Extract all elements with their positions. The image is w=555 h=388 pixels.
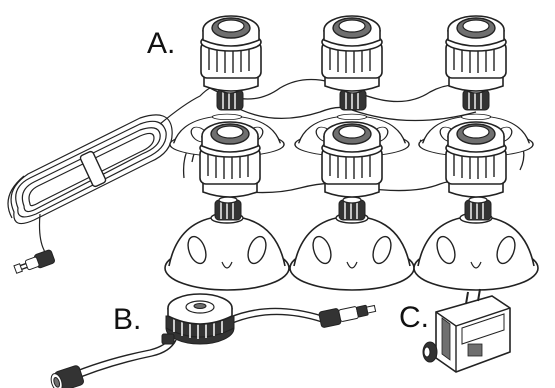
label-a: A. (147, 27, 176, 60)
light-fixture-front-1 (199, 121, 261, 221)
hub-cable-socket (50, 365, 84, 388)
light-fixture-back-2 (321, 15, 383, 111)
hub-cable-plug (318, 304, 377, 328)
power-adapter (422, 288, 511, 373)
junction-hub (59, 293, 323, 385)
light-fixture-back-3 (445, 15, 507, 111)
label-c: C. (399, 301, 429, 334)
light-fixture-back-1 (200, 15, 262, 111)
label-b: B. (113, 303, 142, 336)
cable-plug (13, 249, 55, 274)
light-fixture-front-2 (321, 121, 383, 221)
light-fixture-front-3 (445, 121, 507, 221)
fixture-bases-front (164, 212, 539, 291)
coiled-cable (7, 87, 211, 259)
